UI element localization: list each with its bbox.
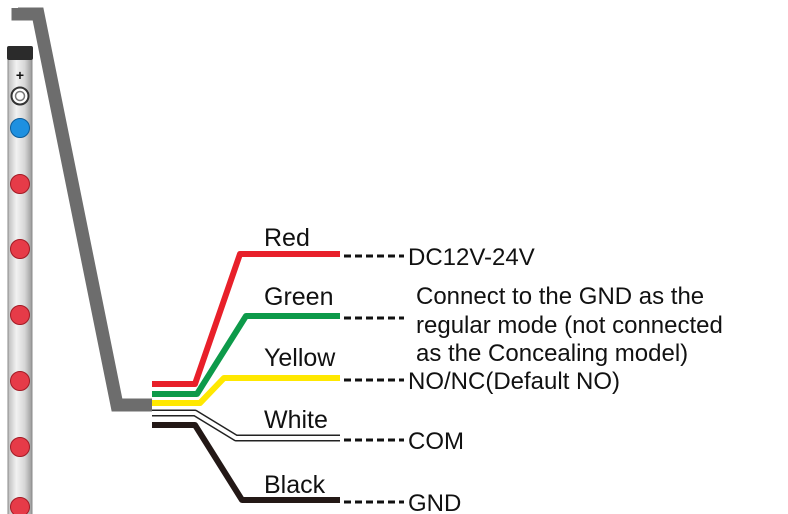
- red-led-icon: [10, 174, 30, 194]
- red-wire: [152, 251, 340, 387]
- red-led-icon: [10, 371, 30, 391]
- red-led-icon: [10, 239, 30, 259]
- green-wire: [152, 313, 340, 397]
- green-connection-note: Connect to the GND as the regular mode (…: [416, 283, 723, 367]
- sensor-bar: +: [7, 46, 33, 514]
- yellow-wire-label: Yellow: [264, 344, 336, 372]
- sensor-bar-cap: [7, 46, 33, 60]
- yellow-connection-text: NO/NC(Default NO): [408, 368, 620, 395]
- yellow-wire: [152, 375, 340, 406]
- red-wire-label: Red: [264, 224, 310, 252]
- red-led-icon: [10, 437, 30, 457]
- red-led-icon: [10, 497, 30, 514]
- green-note-line-1: Connect to the GND as the: [416, 283, 704, 310]
- plus-icon: +: [16, 67, 24, 83]
- green-note-line-2: regular mode (not connected: [416, 312, 723, 339]
- white-wire: [152, 409, 340, 442]
- red-led-icon: [10, 305, 30, 325]
- black-connection-text: GND: [408, 490, 461, 514]
- white-connection-text: COM: [408, 428, 464, 455]
- green-note-line-3: as the Concealing model): [416, 340, 688, 367]
- green-wire-label: Green: [264, 283, 333, 311]
- black-wire: [152, 422, 340, 503]
- red-connection-text: DC12V-24V: [408, 244, 535, 271]
- frame-bracket: [11, 7, 152, 412]
- ring-indicator-inner: [14, 90, 26, 102]
- black-wire-label: Black: [264, 471, 326, 499]
- white-wire-label: White: [264, 406, 328, 434]
- blue-led-icon: [10, 118, 30, 138]
- ring-indicator-icon: [10, 86, 30, 106]
